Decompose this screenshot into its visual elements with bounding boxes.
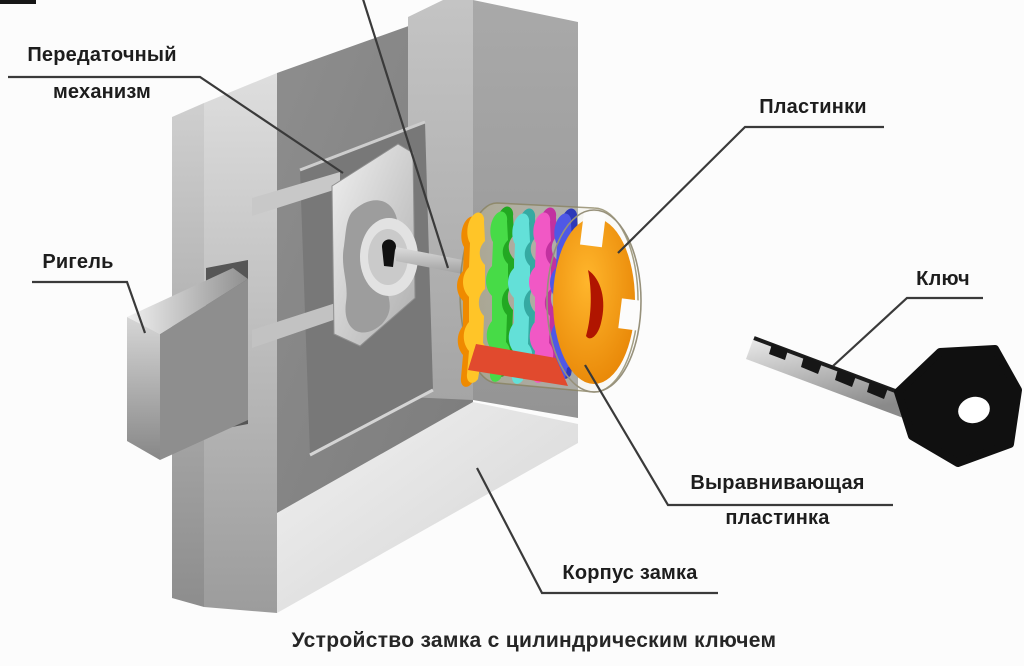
leader-lines: [8, 0, 983, 595]
disc-keyhole: [586, 270, 604, 339]
key-bow: [894, 345, 1022, 467]
leader-key: [832, 296, 983, 367]
label-key: Ключ: [916, 268, 970, 290]
drive-shaft: [396, 247, 468, 275]
key-notch-2: [801, 356, 822, 374]
leader-body: [476, 467, 718, 595]
key-shaft: [746, 337, 914, 419]
disc-notch-top: [580, 210, 606, 248]
lock-floor: [277, 402, 578, 613]
label-body: Корпус замка: [562, 562, 698, 584]
key-notch-3: [835, 369, 856, 387]
disc-notch-right: [618, 298, 650, 332]
bolt-side: [160, 279, 248, 460]
key-notch-4: [867, 381, 888, 399]
label-plates: Пластинки: [759, 96, 867, 118]
rail-lower: [252, 300, 345, 348]
key-notch-1: [769, 344, 788, 360]
leader-plates: [617, 125, 884, 254]
cylinder-front-rim: [546, 209, 642, 393]
bolt-top: [127, 268, 248, 334]
label-transmission-line2: механизм: [52, 81, 152, 103]
recess-bevel-bottom: [309, 388, 434, 457]
bolt-front: [127, 317, 160, 460]
label-aligning-line2: пластинка: [725, 507, 830, 529]
leader-aligning: [584, 364, 893, 507]
leader-transmission: [8, 75, 344, 174]
key-bow-hole: [958, 396, 990, 424]
label-aligning-line1: Выравнивающая: [690, 472, 865, 494]
label-transmission-line1: Передаточный: [27, 44, 177, 66]
aligning-plate: [546, 209, 650, 393]
disc-stack: [457, 202, 650, 393]
rail-upper: [252, 172, 340, 216]
key: [746, 336, 1022, 467]
base-plate-red: [468, 344, 568, 386]
leader-top-cropped: [362, 0, 450, 269]
transmission-mechanism: [331, 143, 468, 347]
keyhole-icon: [381, 239, 396, 267]
label-bolt: Ригель: [42, 251, 114, 273]
bolt: [127, 260, 248, 460]
leader-bolt: [32, 280, 147, 334]
diagram-caption: Устройство замка с цилиндрическим ключем: [291, 629, 777, 652]
